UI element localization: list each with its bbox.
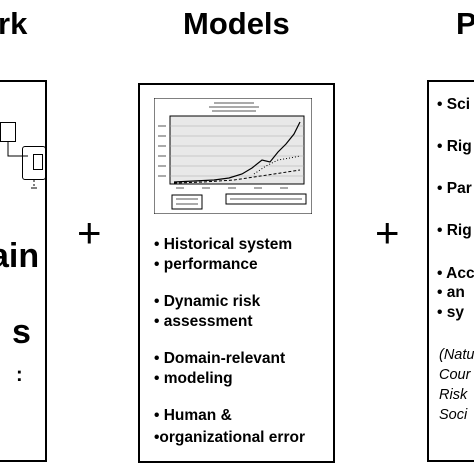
models-item-performance: • performance bbox=[154, 256, 258, 273]
right-italic-3: Risk bbox=[439, 387, 468, 403]
right-item-3: • Par bbox=[437, 180, 472, 197]
diagram-top-box bbox=[0, 122, 16, 142]
framework-panel: ain s : bbox=[0, 80, 47, 462]
framework-small-mark: : bbox=[16, 364, 23, 386]
right-item-5: • Acc bbox=[437, 265, 474, 282]
models-item-historical: • Historical system bbox=[154, 236, 293, 253]
models-item-human: • Human & bbox=[154, 407, 232, 424]
models-item-dynamic-risk: • Dynamic risk bbox=[154, 293, 261, 310]
models-item-assessment: • assessment bbox=[154, 313, 253, 330]
right-item-1: • Sci bbox=[437, 96, 470, 113]
heading-framework-partial: rk bbox=[0, 6, 28, 41]
diagram-connector bbox=[7, 142, 37, 189]
right-item-4: • Rig bbox=[437, 222, 472, 239]
models-item-domain-relevant: • Domain-relevant bbox=[154, 350, 286, 367]
models-item-organizational-error: •organizational error bbox=[154, 429, 305, 446]
right-panel: • Sci • Rig • Par • Rig • Acc • an • sy … bbox=[427, 80, 474, 462]
models-item-modeling: • modeling bbox=[154, 370, 233, 387]
plus-operator-left: + bbox=[77, 209, 102, 256]
heading-right-partial: P bbox=[456, 6, 474, 41]
plus-operator-right: + bbox=[375, 209, 400, 256]
right-italic-4: Soci bbox=[439, 407, 468, 423]
right-item-2: • Rig bbox=[437, 138, 472, 155]
right-item-6: • an bbox=[437, 284, 465, 301]
chart-thumbnail bbox=[154, 98, 312, 214]
right-item-7: • sy bbox=[437, 304, 464, 321]
right-italic-1: (Natu bbox=[439, 347, 474, 363]
right-italic-2: Cour bbox=[439, 367, 471, 383]
framework-big-text-1: ain bbox=[0, 237, 40, 275]
framework-big-text-2: s bbox=[12, 313, 31, 351]
models-panel: • Historical system • performance • Dyna… bbox=[138, 83, 335, 463]
diagram-right-box bbox=[22, 146, 46, 180]
heading-models: Models bbox=[183, 6, 290, 41]
